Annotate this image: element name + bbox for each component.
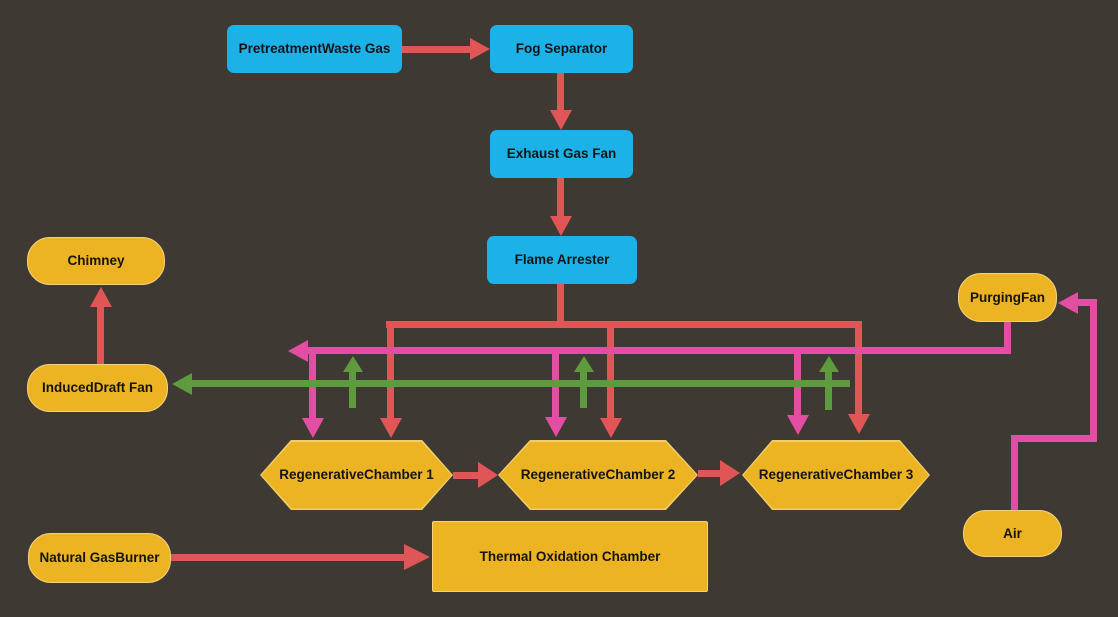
arrowhead-right-icon xyxy=(470,38,490,60)
node-label: RegenerativeChamber 3 xyxy=(758,467,914,483)
edge-air-up-line xyxy=(1011,435,1018,510)
node-label: PretreatmentWaste Gas xyxy=(238,41,391,57)
node-label: RegenerativeChamber 1 xyxy=(279,467,434,483)
edge-chamber3-return-line xyxy=(825,372,832,410)
node-label: Thermal Oxidation Chamber xyxy=(479,548,661,564)
node-natural-gas-burner[interactable]: Natural GasBurner xyxy=(28,533,171,583)
arrowhead-left-icon xyxy=(288,340,308,362)
node-label: Air xyxy=(1003,525,1022,541)
arrowhead-right-icon xyxy=(720,460,740,486)
edge-chamber2-to-chamber3-line xyxy=(698,470,720,477)
node-thermal-oxidation-chamber[interactable]: Thermal Oxidation Chamber xyxy=(432,521,708,592)
arrowhead-up-icon xyxy=(574,356,594,372)
edge-purgingfan-down-line xyxy=(1004,322,1011,354)
arrowhead-down-icon xyxy=(550,216,572,236)
node-regenerative-chamber-2[interactable]: RegenerativeChamber 2 xyxy=(498,440,698,510)
node-label: Fog Separator xyxy=(515,41,608,57)
edge-idf-to-chimney-line xyxy=(97,307,104,364)
edge-chamber1-to-chamber2-line xyxy=(453,472,478,479)
node-fog-separator[interactable]: Fog Separator xyxy=(490,25,633,73)
edge-fog-to-exhaustfan-line xyxy=(557,73,564,110)
node-pretreatment-waste-gas[interactable]: PretreatmentWaste Gas xyxy=(227,25,402,73)
node-label: PurgingFan xyxy=(970,289,1045,305)
node-label: RegenerativeChamber 2 xyxy=(520,467,676,483)
magenta-manifold-line xyxy=(306,347,1011,354)
arrowhead-down-icon xyxy=(302,418,324,438)
node-label: Chimney xyxy=(67,253,125,269)
edge-air-to-purgingfan-line xyxy=(1078,299,1097,306)
edge-chamber1-return-line xyxy=(349,372,356,408)
green-manifold-line xyxy=(192,380,850,387)
edge-pretreatment-to-fog-line xyxy=(402,46,470,53)
edge-flame-to-manifold-line xyxy=(557,284,564,328)
edge-manifold-to-chamber1-line xyxy=(387,321,394,418)
edge-air-riser-line xyxy=(1090,299,1097,442)
node-purging-fan[interactable]: PurgingFan xyxy=(958,273,1057,322)
node-regenerative-chamber-3[interactable]: RegenerativeChamber 3 xyxy=(742,440,930,510)
edge-chamber2-return-line xyxy=(580,372,587,408)
arrowhead-right-icon xyxy=(404,544,430,570)
edge-exhaustfan-to-flame-line xyxy=(557,178,564,216)
arrowhead-right-icon xyxy=(478,462,498,488)
arrowhead-down-icon xyxy=(380,418,402,438)
edge-manifold-to-chamber3-line xyxy=(855,328,862,414)
node-air[interactable]: Air xyxy=(963,510,1062,557)
node-label: InducedDraft Fan xyxy=(41,380,153,396)
node-chimney[interactable]: Chimney xyxy=(27,237,165,285)
arrowhead-down-icon xyxy=(600,418,622,438)
node-label: Flame Arrester xyxy=(514,252,610,268)
red-manifold-line xyxy=(386,321,862,328)
edge-burner-to-toc-line xyxy=(171,554,404,561)
node-label: Natural GasBurner xyxy=(39,550,160,566)
arrowhead-up-icon xyxy=(343,356,363,372)
edge-manifold-to-chamber2-line xyxy=(607,328,614,418)
arrowhead-up-icon xyxy=(90,287,112,307)
arrowhead-down-icon xyxy=(848,414,870,434)
node-label: Exhaust Gas Fan xyxy=(506,146,617,162)
arrowhead-down-icon xyxy=(545,417,567,437)
arrowhead-left-icon xyxy=(1058,292,1078,314)
edge-air-elbow-line xyxy=(1011,435,1097,442)
arrowhead-up-icon xyxy=(819,356,839,372)
arrowhead-left-icon xyxy=(172,373,192,395)
node-regenerative-chamber-1[interactable]: RegenerativeChamber 1 xyxy=(260,440,453,510)
node-exhaust-gas-fan[interactable]: Exhaust Gas Fan xyxy=(490,130,633,178)
arrowhead-down-icon xyxy=(787,415,809,435)
node-induced-draft-fan[interactable]: InducedDraft Fan xyxy=(27,364,168,412)
node-flame-arrester[interactable]: Flame Arrester xyxy=(487,236,637,284)
arrowhead-down-icon xyxy=(550,110,572,130)
